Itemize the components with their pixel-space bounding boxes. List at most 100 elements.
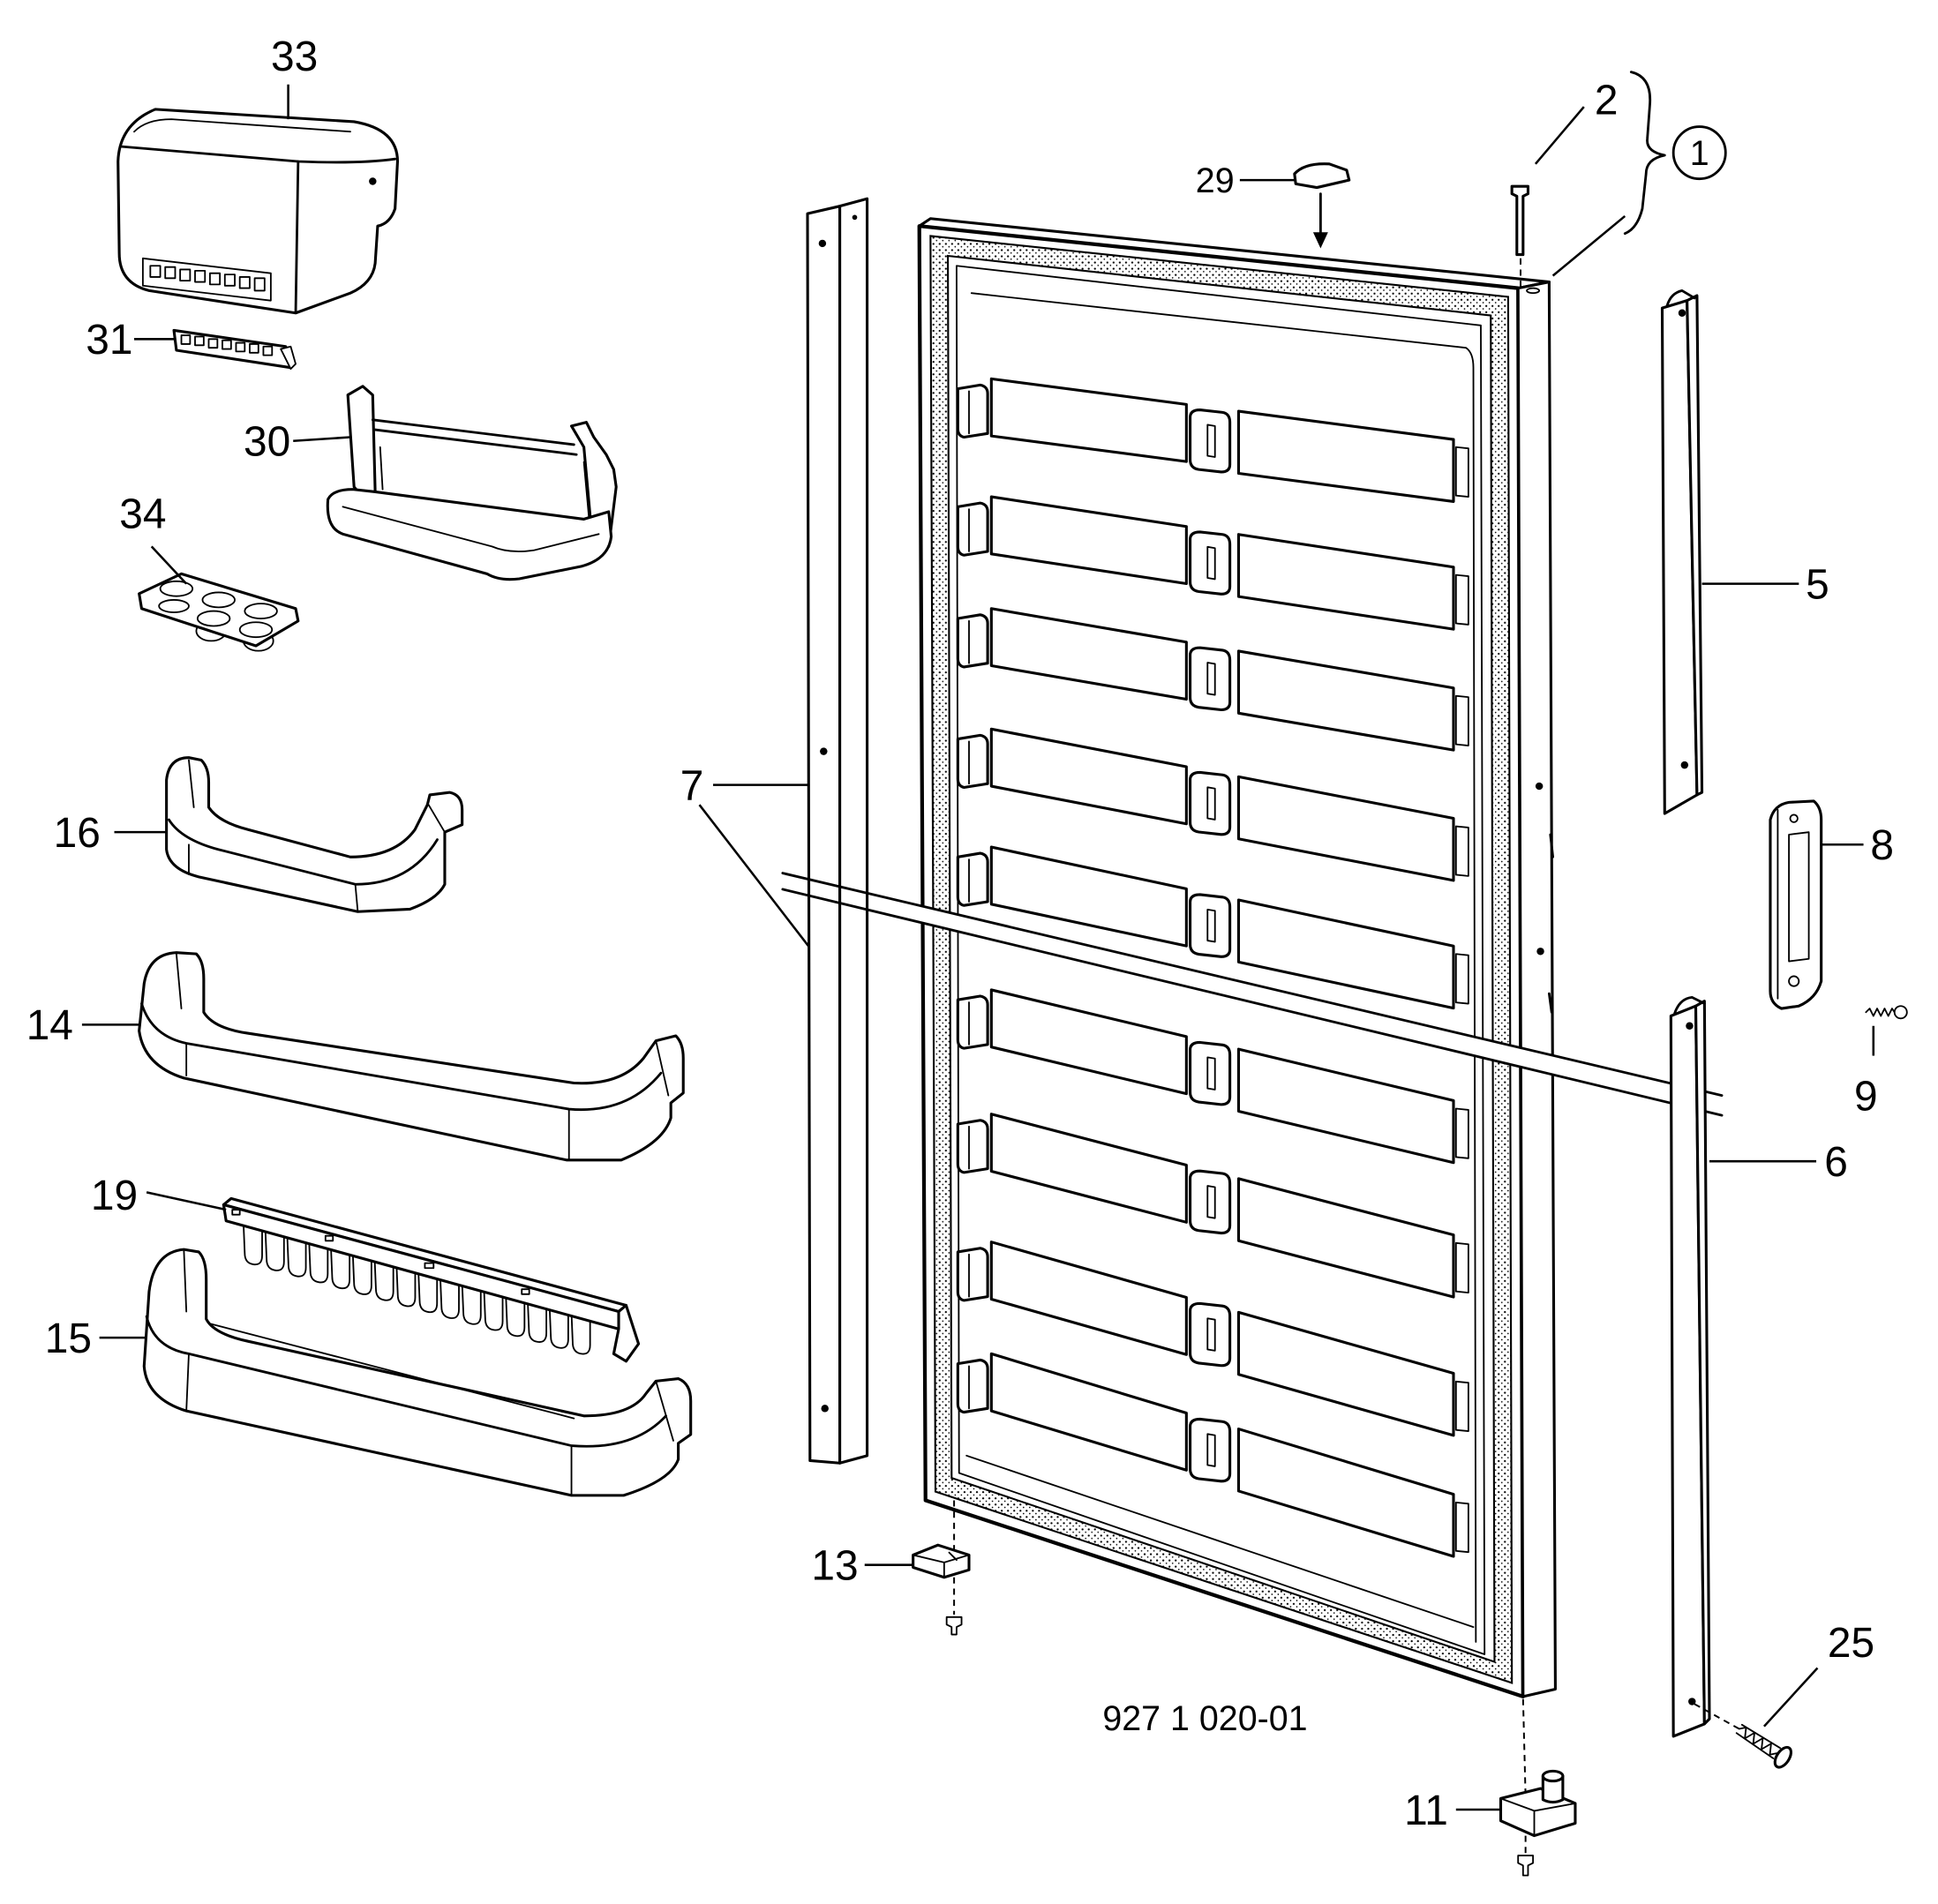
door-side-marks [1547,833,1555,1014]
light-cover-side-edge [294,160,300,315]
door-rib-left [989,1352,1188,1472]
lower-left-block-edge [912,1551,970,1578]
door-rib-clip-slot [1206,662,1216,696]
top-cap-body [1293,162,1351,190]
bottom-hinge-pin-top [1541,1769,1565,1783]
lower-right-strip-hole [1686,1022,1694,1030]
light-cover-hole [369,177,377,185]
door-rib-clip [1189,646,1232,712]
switch-strip-end [280,345,297,371]
divider-part [222,1196,641,1363]
break-line-lower [781,888,1724,1117]
left-profile-side [838,197,869,1465]
door-rib-clip-slot [1206,424,1216,458]
door-liner-edge [956,265,1486,1655]
door-side-clip [956,1358,989,1414]
leader-2 [1534,106,1585,165]
door-side-face [1516,281,1557,1698]
callout-25: 25 [1828,1620,1874,1667]
callout-31: 31 [86,317,132,364]
small-bin-part [165,756,464,913]
light-cover-part [116,108,400,315]
left-profile-hole [821,1405,829,1413]
door-side-clip [956,733,989,790]
leader-7 [698,783,810,948]
break-lines [781,872,1724,1117]
handle-screw-head [1893,1005,1908,1020]
lower-right-strip-hole [1688,1698,1696,1705]
door-rib-left [989,727,1188,826]
door-rib-right [1236,1310,1455,1437]
light-cover-outline [116,108,400,315]
bottom-hinge-pin [1541,1774,1565,1804]
door-rib-end-clip [1454,694,1469,746]
bottom-hinge-axis [1521,1698,1527,1854]
door-shelf-rows [956,377,1469,1558]
basket-rail [371,418,578,456]
door-rib-left [989,607,1188,701]
bottom-bin-inner-edge [210,1323,575,1420]
door-rib-left [989,1113,1188,1224]
door-shelf-row [956,495,1469,631]
door-rib-clip-slot [1206,1185,1216,1219]
left-profile-hole [820,747,828,755]
top-cap-part [1293,162,1351,249]
top-cap-arrow-head [1312,232,1328,249]
door-rib-clip-slot [1206,1433,1216,1467]
small-bin-segments [188,759,446,913]
divider-bar-end [612,1303,641,1363]
door-rib-clip-slot [1206,1056,1216,1091]
door [917,217,1557,1699]
basket-lip [342,506,600,552]
bottom-hinge-block-edge [1499,1797,1576,1837]
door-rib-end-clip [1454,953,1469,1005]
door-rib-clip-slot [1206,545,1216,581]
left-profile-hole [852,214,858,221]
light-cover-switch-keys [149,265,266,292]
door-rib-clip [1189,530,1232,596]
door-rib-end-clip [1454,1501,1469,1554]
door-rib-right [1236,409,1455,503]
door-liner-bottom [965,1454,1475,1628]
door-rib-left [989,495,1188,586]
door-side-clip [956,383,989,439]
bottom-hinge-screw [1517,1855,1535,1877]
door-rib-right [1236,533,1455,631]
strip-screw-shank [1735,1723,1782,1759]
callout-16: 16 [54,810,101,857]
left-profile-hole [818,239,827,248]
strip-screw-thread [1738,1726,1778,1756]
light-cover-highlight [133,118,351,133]
handle-screw-thread [1865,1008,1896,1017]
light-cover-top-edge [120,145,397,164]
leader-19 [146,1191,227,1211]
callout-8: 8 [1870,822,1894,869]
group-brace-leader [1551,214,1626,277]
door-rib-clip-slot [1206,1317,1216,1352]
lower-right-strip-hook [1673,995,1706,1016]
door-rib-end-clip [1454,446,1469,498]
callout-7: 7 [680,763,704,810]
door-rib-end-clip [1454,573,1469,626]
door-rib-left [989,988,1188,1096]
small-bin-outline [165,756,464,913]
door-hinge-hole [1526,287,1541,295]
lower-left-block-part [912,1500,971,1636]
door-rib-end-clip [1454,1241,1469,1294]
switch-strip-part [172,328,297,371]
door-rib-clip [1189,1417,1232,1483]
break-line-upper [781,872,1724,1097]
door-side-clip [956,851,989,907]
door-rib-clip-slot [1206,786,1216,821]
egg-tray-plate [138,572,300,648]
door-side-hole [1535,782,1544,791]
callout-6: 6 [1824,1139,1848,1186]
door-rib-left [989,1241,1188,1356]
strip-screw-head [1773,1745,1792,1769]
callout-34: 34 [119,491,166,537]
door-rib-right [1236,1047,1455,1165]
door-side-hole [1536,948,1544,956]
callout-30: 30 [244,419,290,466]
callout-2: 2 [1595,78,1619,124]
